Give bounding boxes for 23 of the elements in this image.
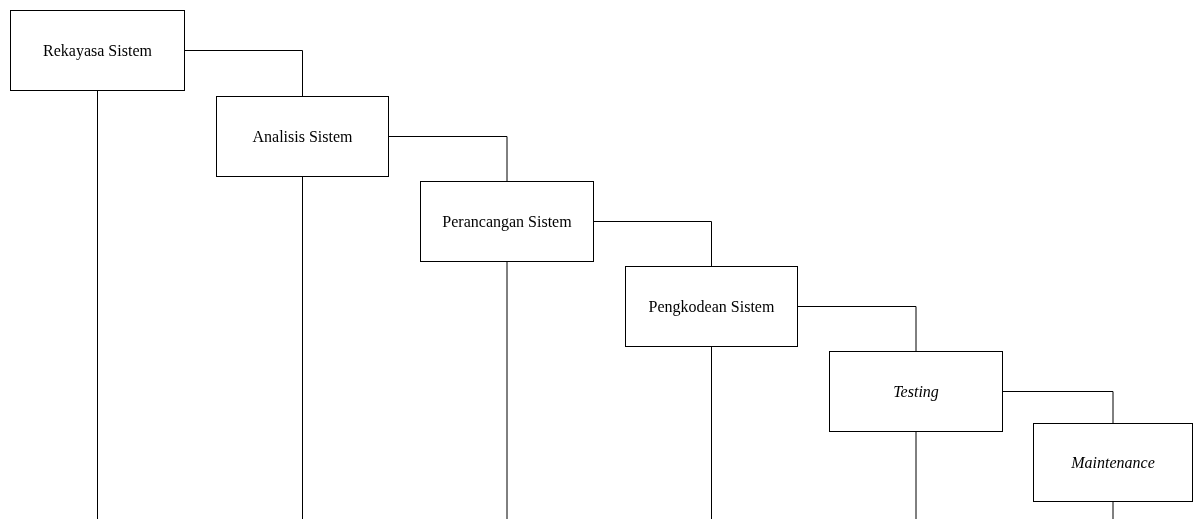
connector-line [711, 346, 712, 519]
connector-line [184, 50, 303, 97]
connector-line [302, 176, 303, 519]
process-box [1033, 423, 1193, 502]
connector-line [797, 306, 917, 352]
process-box [625, 266, 798, 347]
step-label: Analisis Sistem [252, 126, 353, 147]
connector-line [1002, 391, 1114, 424]
step-label: Maintenance [1071, 452, 1155, 473]
connector-line [388, 136, 508, 182]
connector-line [97, 90, 98, 519]
connector-line [593, 221, 712, 267]
connector-line [1112, 501, 1114, 519]
process-box [829, 351, 1003, 432]
connector-line [915, 431, 917, 519]
step-label: Pengkodean Sistem [648, 296, 775, 317]
step-label: Rekayasa Sistem [43, 40, 152, 61]
step-label: Perancangan Sistem [442, 211, 572, 232]
process-box [216, 96, 389, 177]
process-box [420, 181, 594, 262]
step-label: Testing [893, 381, 939, 402]
process-box [10, 10, 185, 91]
connector-line [506, 261, 508, 519]
